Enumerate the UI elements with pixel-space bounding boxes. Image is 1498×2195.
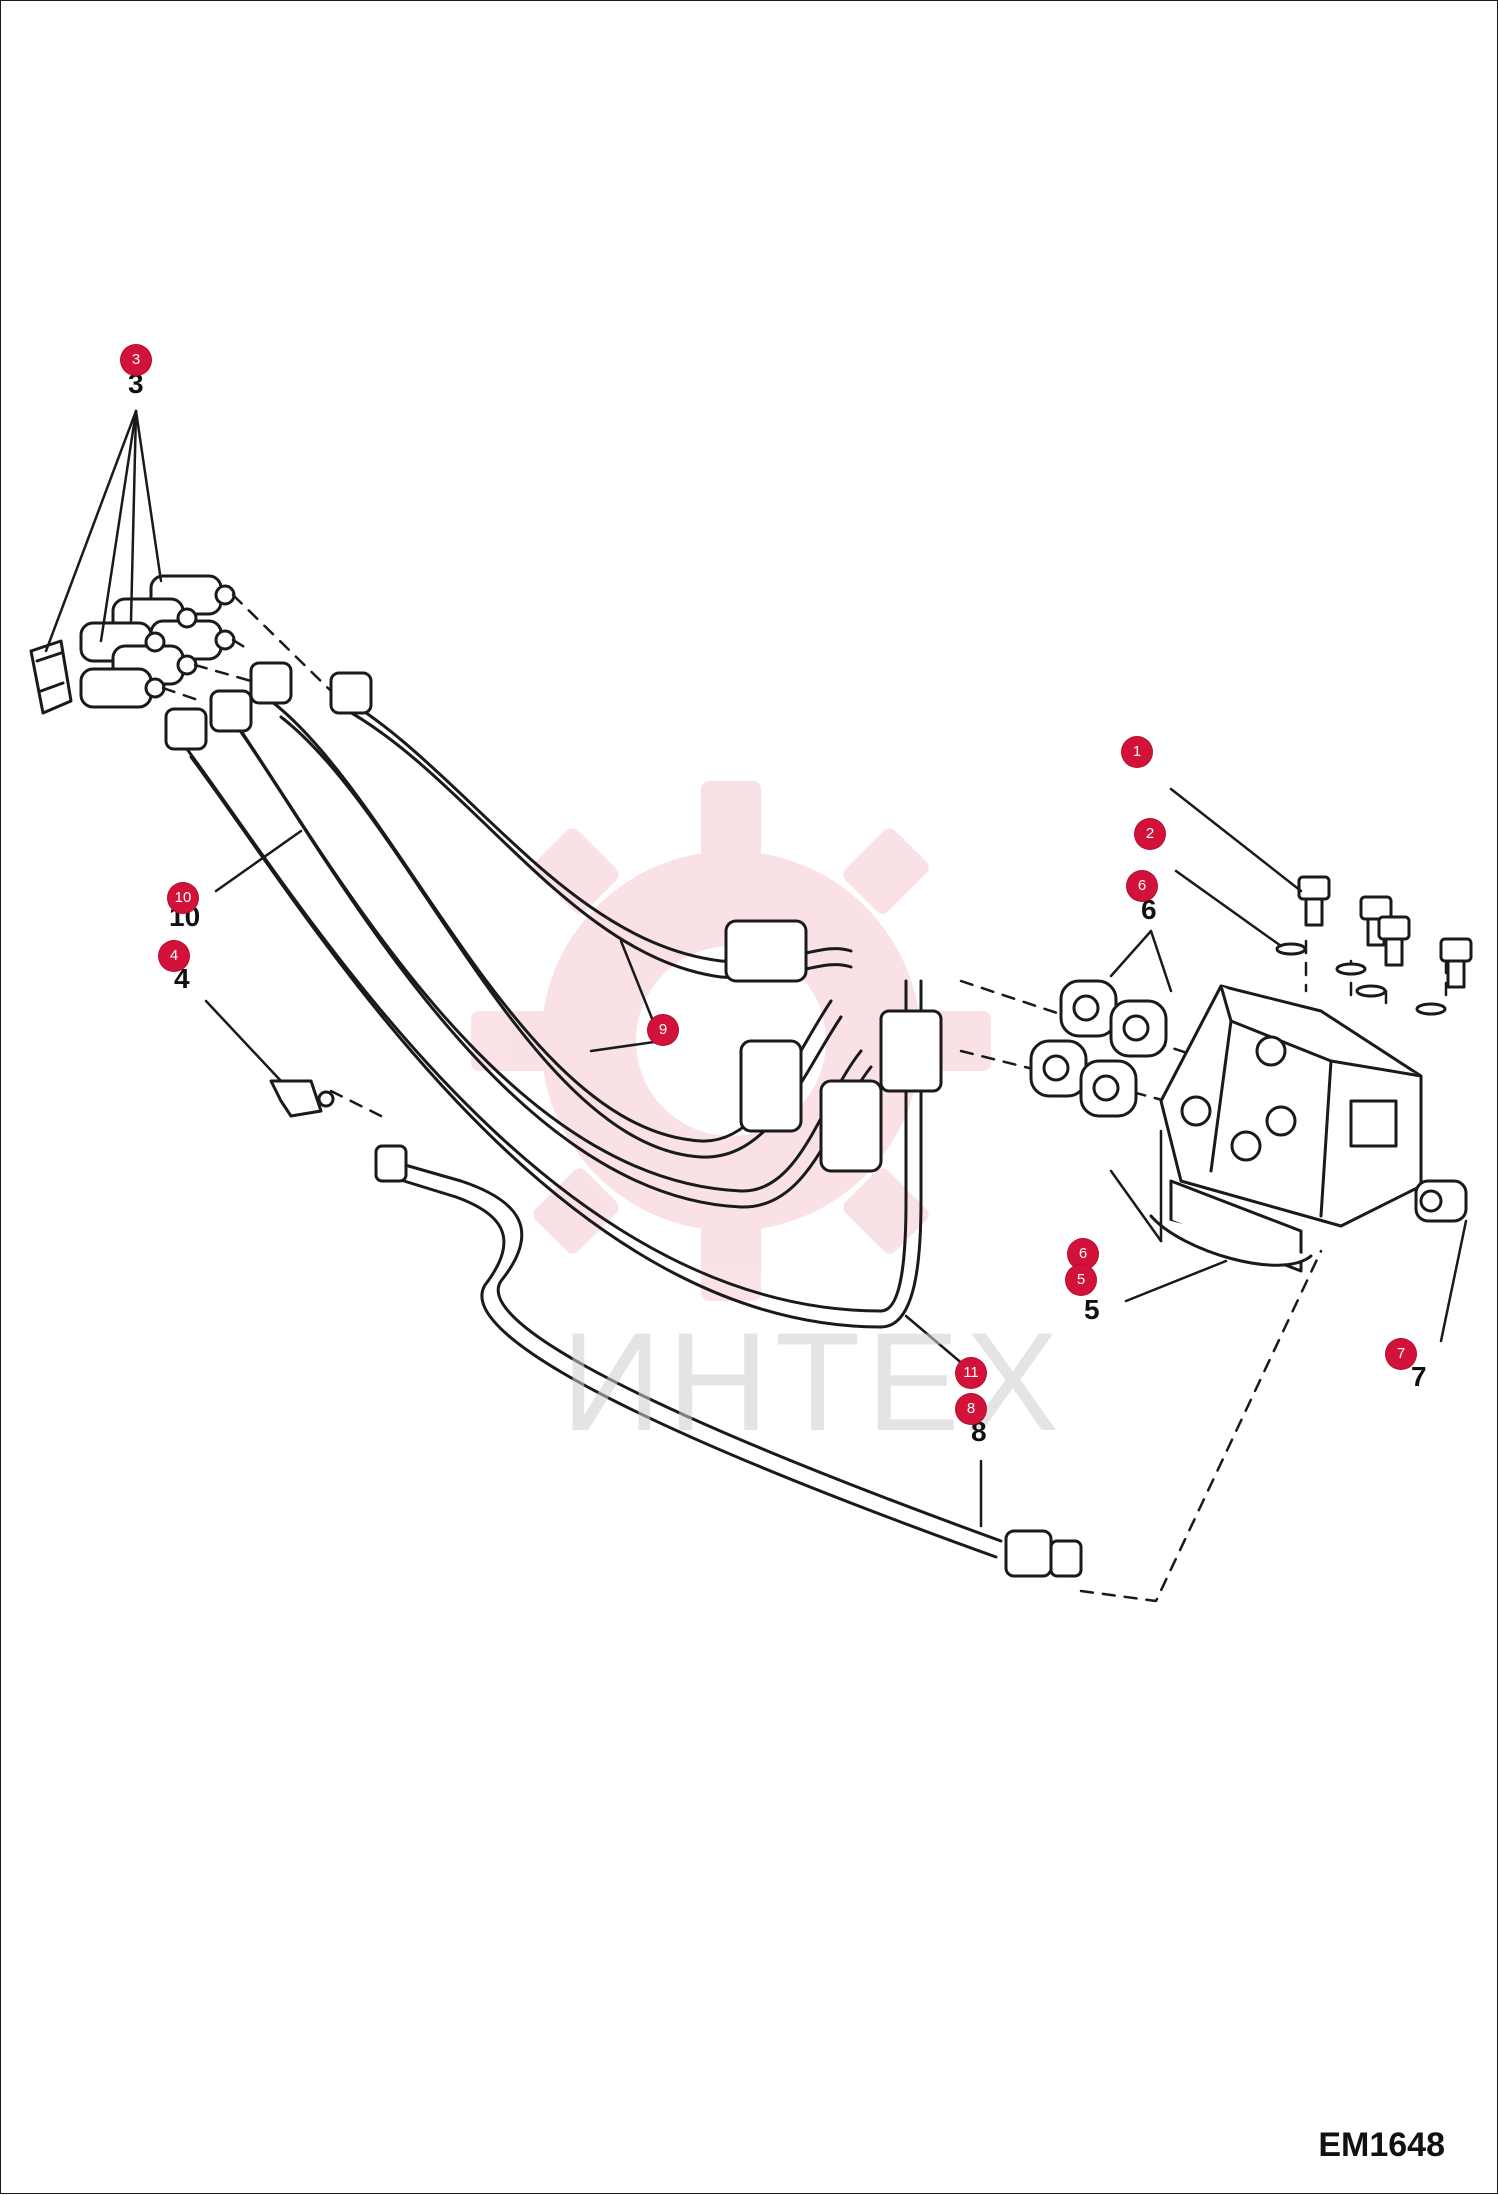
port-plug [1414,1179,1468,1223]
leader-lines [44,409,1468,1528]
valve-adapters [1029,979,1168,1118]
mounting-bolts [1275,875,1473,1016]
callout-8[interactable]: 8 [956,1394,986,1424]
return-tube [374,1144,1083,1578]
callout-10[interactable]: 10 [168,883,198,913]
callout-5[interactable]: 5 [1066,1265,1096,1295]
part-number-3: 3 [128,368,144,399]
part-number-4: 4 [174,963,190,994]
part-number-8: 8 [971,1416,987,1447]
left-fittings-group [79,574,236,709]
callout-2[interactable]: 2 [1135,819,1165,849]
callout-7[interactable]: 7 [1386,1339,1416,1369]
left-manifold-block [29,639,73,715]
callout-11[interactable]: 11 [956,1358,986,1388]
callout-3[interactable]: 3 [121,345,151,375]
diagram-code: EM1648 [1318,2126,1445,2164]
callout-6[interactable]: 6 [1127,871,1157,901]
watermark-text: ИНТЕХ [561,1303,1066,1460]
callout-4[interactable]: 4 [159,941,189,971]
part-number-6: 6 [1141,894,1157,925]
callout-9[interactable]: 9 [648,1015,678,1045]
callout-1[interactable]: 1 [1122,737,1152,767]
part-number-5: 5 [1084,1294,1100,1325]
part-number-7: 7 [1411,1361,1427,1392]
steering-valve-body [1149,984,1423,1273]
callout-6b[interactable]: 6 [1068,1239,1098,1269]
hose-bundle [164,661,943,1329]
elbow-fitting [269,1079,335,1118]
